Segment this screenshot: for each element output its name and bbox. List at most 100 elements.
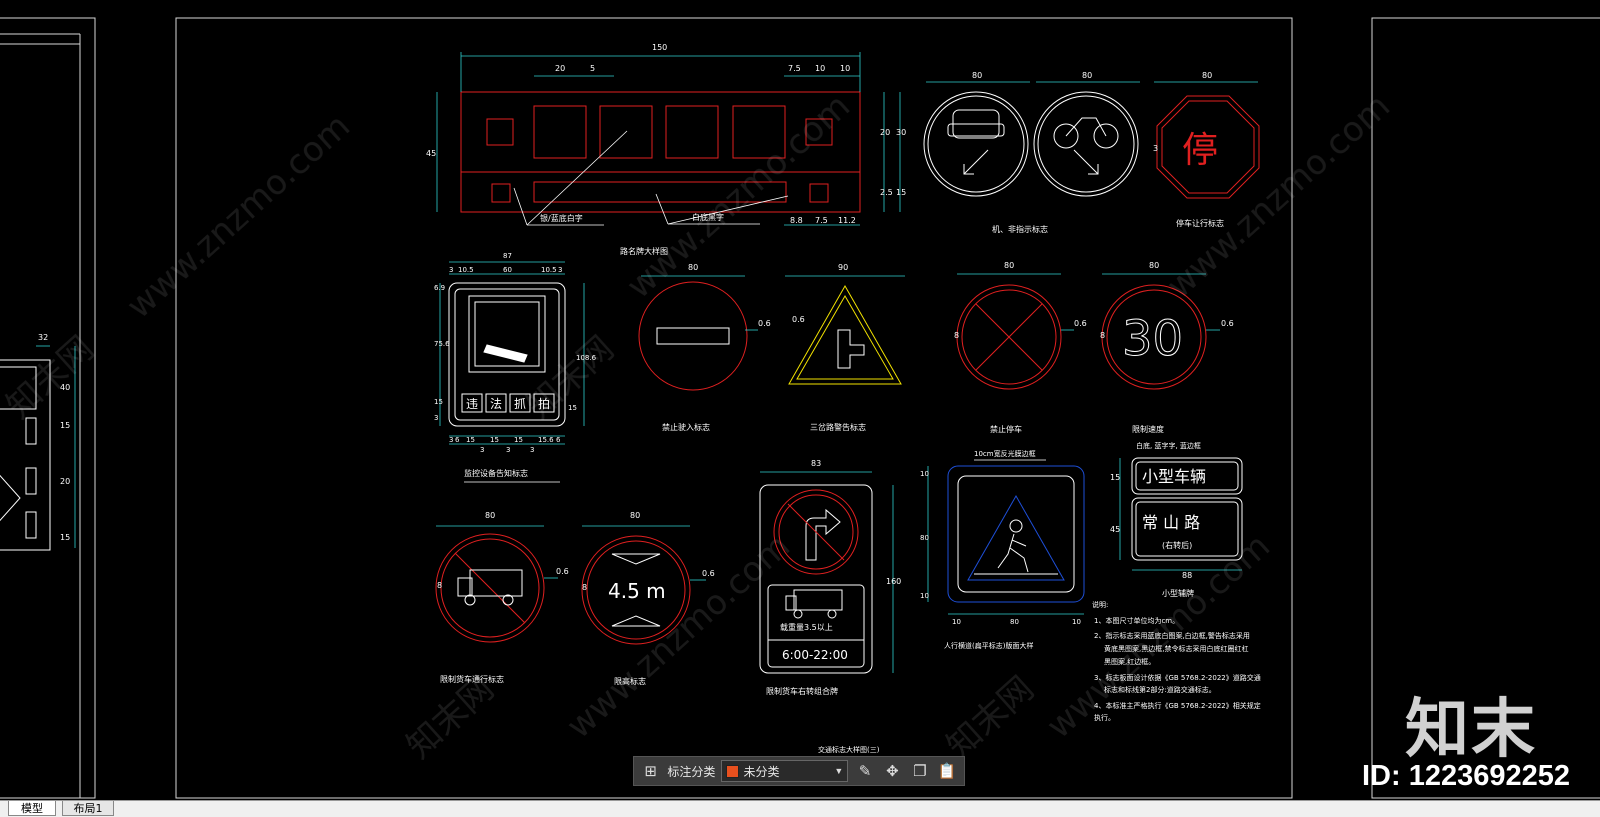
dim-camera-h3: 15 [434, 398, 443, 406]
note-line-3: 黑图案,红边框。 [1104, 657, 1155, 666]
camera-char-1: 法 [490, 397, 502, 411]
ped-dim-h2: 80 [920, 534, 929, 542]
caption-no-stop: 禁止停车 [990, 424, 1022, 434]
dim-no-entry: 80 [688, 263, 698, 272]
note-line-5: 标志和标线第2部分:道路交通标志。 [1104, 685, 1216, 694]
note-line-0: 1、本图尺寸单位均为cm。 [1094, 616, 1179, 625]
side-truck: 0.6 [556, 567, 569, 576]
left-height: 8 [582, 583, 587, 592]
height-value: 4.5 m [608, 579, 666, 603]
street-name-panel [460, 91, 861, 213]
leader-label-1: 银/蓝底白字 [540, 213, 583, 223]
watermark-site-3: www.znzmo.com [1159, 86, 1398, 307]
caption-stop: 停车让行标志 [1176, 218, 1224, 228]
pedestrian-crossing-sign [927, 459, 1085, 615]
dim-r4: 15 [896, 188, 906, 197]
dim-d: 10 [815, 64, 825, 73]
caption-no-entry: 禁止驶入标志 [662, 422, 710, 432]
stop-sign [1156, 95, 1260, 199]
dim-left: 45 [426, 149, 436, 158]
dim-a: 20 [555, 64, 565, 73]
watermark-logo: 知末 [1405, 693, 1537, 767]
dim-speed: 80 [1149, 261, 1159, 270]
dim-camera-h: 108.6 [576, 354, 597, 362]
dim-camera-h1: 75.6 [434, 340, 450, 348]
note-line-6: 4、本标准主严格执行《GB 5768.2-2022》相关规定 [1094, 701, 1261, 710]
camera-bottom-dim-7: 3 [530, 446, 534, 454]
camera-sign [448, 282, 566, 427]
camera-bottom-dim-8: 15.6 [538, 436, 554, 444]
junction-warning-sign [785, 275, 905, 385]
sheet-title: 交通标志大样图(三) [818, 745, 880, 754]
dim-camera-h2: 6.9 [434, 284, 445, 292]
chevron-down-icon: ▼ [834, 766, 844, 776]
side-height: 0.6 [702, 569, 715, 578]
camera-char-3: 拍 [538, 396, 550, 411]
cad-drawing-canvas[interactable]: 32 40 15 20 15 150 [0, 0, 1600, 800]
dim-camera-a: 3 [449, 266, 453, 274]
road-supplementary-sign [1119, 457, 1243, 571]
turn-note: 载重量3.5以上 [780, 622, 833, 632]
dim-junction: 90 [838, 263, 848, 272]
paste-icon[interactable]: 📋 [937, 762, 957, 780]
road-dim-h1: 15 [1110, 473, 1120, 482]
dim-bike-sign: 80 [1082, 71, 1092, 80]
left-dim-4: 20 [60, 477, 70, 486]
move-icon[interactable]: ✥ [886, 762, 899, 780]
watermark-site-2: www.znzmo.com [619, 86, 858, 307]
dim-turn-h: 160 [886, 577, 901, 586]
dim-b2: 7.5 [815, 216, 828, 225]
note-line-2: 黄底黑图案,黑边框,禁令标志采用白底红圈红杠 [1104, 644, 1248, 653]
tab-layout1[interactable]: 布局1 [62, 801, 114, 816]
speed-value: 30 [1122, 311, 1183, 367]
dim-total: 150 [652, 43, 667, 52]
dim-b1: 8.8 [790, 216, 803, 225]
left-truck: 8 [437, 581, 442, 590]
left-speed: 8 [1100, 331, 1105, 340]
note-line-7: 执行。 [1094, 713, 1115, 722]
dim-camera-c: 60 [503, 266, 512, 274]
category-select-value: 未分类 [743, 764, 780, 779]
edit-icon[interactable]: ✎ [858, 762, 872, 780]
road-line-1: 小型车辆 [1142, 467, 1206, 486]
road-dim-w: 88 [1182, 571, 1192, 580]
category-select[interactable]: 未分类 ▼ [721, 760, 849, 782]
dim-r1: 20 [880, 128, 890, 137]
caption-car-bike: 机、非指示标志 [992, 224, 1048, 234]
dim-r2: 30 [896, 128, 906, 137]
sheet-frames [0, 17, 1600, 799]
side-speed: 0.6 [1221, 319, 1234, 328]
ped-top-note: 10cm宽反光膜边框 [974, 449, 1036, 458]
dim-truck: 80 [485, 511, 495, 520]
camera-char-0: 违 [466, 397, 478, 411]
tab-model[interactable]: 模型 [8, 801, 56, 816]
dim-camera-h5: 15 [568, 404, 577, 412]
caption-height: 限高标志 [614, 676, 646, 686]
dim-turn: 83 [811, 459, 821, 468]
camera-bottom-dim-3: 3 [480, 446, 484, 454]
ped-dim-w3: 10 [1072, 618, 1081, 626]
ped-dim-w1: 10 [952, 618, 961, 626]
dim-stop: 80 [1202, 71, 1212, 80]
annotation-toolbar: ⊞ 标注分类 未分类 ▼ ✎ ✥ ❐ 📋 [633, 756, 965, 786]
height-limit-sign [581, 525, 706, 645]
grid-icon[interactable]: ⊞ [644, 762, 657, 780]
left-no-stop: 8 [954, 331, 959, 340]
left-dim-1: 32 [38, 333, 48, 342]
notes-title: 说明: [1092, 600, 1108, 609]
dim-b: 5 [590, 64, 595, 73]
dim-camera-w: 87 [503, 252, 512, 260]
dim-camera-b: 10.5 [458, 266, 474, 274]
copy-icon[interactable]: ❐ [913, 762, 927, 780]
dim-no-stop: 80 [1004, 261, 1014, 270]
side-no-stop: 0.6 [1074, 319, 1087, 328]
ped-dim-w2: 80 [1010, 618, 1019, 626]
color-swatch [726, 764, 740, 778]
side-no-entry: 0.6 [758, 319, 771, 328]
dim-car-sign: 80 [972, 71, 982, 80]
dim-camera-d: 10.5 [541, 266, 557, 274]
stop-glyph: 停 [1182, 130, 1218, 171]
road-line-2: 常 山 路 [1142, 513, 1200, 532]
dim-camera-h4: 3 [434, 414, 438, 422]
camera-bottom-dim-9: 6 [556, 436, 561, 444]
